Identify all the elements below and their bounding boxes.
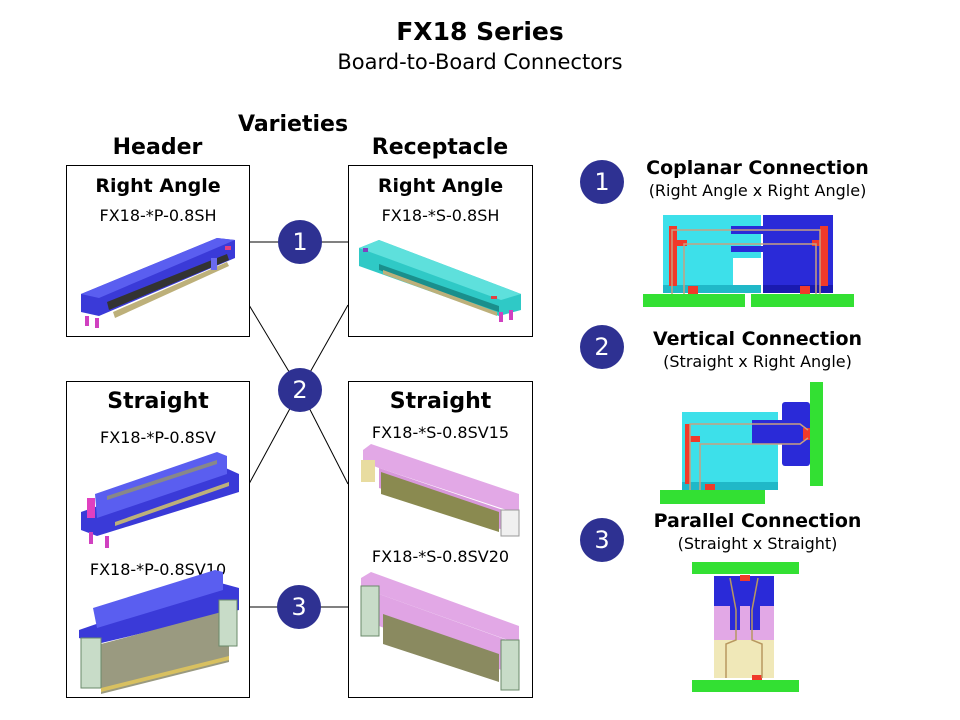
- header-right-angle-connector-image: [81, 238, 235, 328]
- part-number: FX18-*S-0.8SH: [381, 206, 500, 225]
- header-straight-connector-images: [79, 452, 239, 694]
- receptacle-right-angle-connector-image: [359, 240, 521, 322]
- page-title: FX18 Series: [396, 17, 564, 46]
- part-number: FX18-*P-0.8SV10: [89, 560, 227, 579]
- part-number: FX18-*P-0.8SH: [99, 206, 217, 225]
- connection-3-title: Parallel Connection: [653, 510, 862, 532]
- connection-1-subtitle: (Right Angle x Right Angle): [648, 181, 867, 200]
- header-right-angle-box: Right Angle FX18-*P-0.8SH: [66, 165, 250, 337]
- receptacle-column-label: Receptacle: [371, 135, 509, 160]
- marker-1: 1: [278, 220, 322, 264]
- box-title: Right Angle: [377, 175, 504, 197]
- box-title: Straight: [389, 389, 492, 414]
- receptacle-straight-connector-images: [360, 444, 520, 691]
- fx18-p-sv10-image: [79, 570, 239, 694]
- connection-1-title: Coplanar Connection: [646, 157, 869, 179]
- marker-3: 3: [277, 585, 321, 629]
- receptacle-right-angle-box: Right Angle FX18-*S-0.8SH: [348, 165, 533, 337]
- connection-2-title: Vertical Connection: [652, 328, 863, 350]
- fx18-s-sv15-image: [361, 444, 520, 537]
- box-title: Right Angle: [95, 175, 221, 197]
- part-number: FX18-*S-0.8SV20: [371, 547, 510, 566]
- fx18-s-sv20-image: [360, 572, 520, 691]
- fx18-p-sv-image: [81, 452, 239, 548]
- connection-3-marker: 3: [580, 518, 624, 562]
- receptacle-straight-box: Straight FX18-*S-0.8SV15 FX18-*S-0.8SV20: [348, 381, 533, 698]
- header-straight-box: Straight FX18-*P-0.8SV FX18-*P-0.8SV10: [66, 381, 250, 698]
- connection-1-marker: 1: [580, 160, 624, 204]
- part-number: FX18-*P-0.8SV: [100, 428, 216, 447]
- page-subtitle: Board-to-Board Connectors: [337, 50, 623, 74]
- part-number: FX18-*S-0.8SV15: [371, 423, 510, 442]
- marker-2: 2: [278, 368, 322, 412]
- box-title: Straight: [107, 389, 209, 414]
- varieties-label: Varieties: [238, 112, 349, 137]
- header-column-label: Header: [112, 135, 203, 160]
- connection-3-subtitle: (Straight x Straight): [677, 534, 838, 553]
- connection-2-marker: 2: [580, 325, 624, 369]
- connection-2-subtitle: (Straight x Right Angle): [663, 352, 852, 371]
